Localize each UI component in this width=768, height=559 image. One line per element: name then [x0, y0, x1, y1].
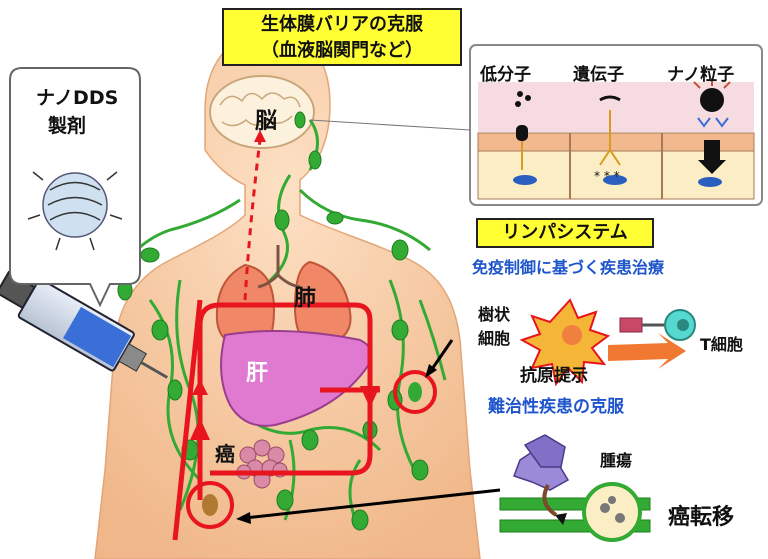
label-liver: 肝 [246, 361, 268, 386]
nanodds-line1: ナノDDS [36, 87, 118, 109]
tumor-label: 腫瘍 [600, 451, 632, 470]
syringe [0, 270, 169, 379]
label-brain: 脳 [255, 109, 277, 134]
liver [220, 330, 373, 427]
label-lung: 肺 [294, 286, 316, 311]
label-cancer: 癌 [215, 442, 235, 466]
presentation-arrow [608, 333, 686, 369]
flow-arrow-small [192, 379, 208, 395]
cancer-node-highlight [186, 481, 234, 529]
svg-text:* * *: * * * [594, 169, 620, 183]
lymph-node-highlight [393, 370, 437, 414]
metastasis-inset [499, 434, 651, 542]
pointer-arrow-cancer [244, 488, 501, 520]
col-gene: 遺伝子 [573, 64, 624, 85]
brain [209, 75, 315, 149]
immune-therapy-label: 免疫制御に基づく疾患治療 [472, 258, 665, 277]
tumor-cluster [236, 439, 288, 489]
brain-callout-line [309, 119, 471, 131]
lymph-system-box: リンパシステム [476, 218, 654, 248]
col-small-molecule: 低分子 [479, 64, 531, 85]
barrier-title-box: 生体膜バリアの克服 （血液脳関門など） [222, 8, 462, 66]
pointer-arrow-lymph [428, 339, 454, 373]
highlighted-cancer-node [202, 494, 218, 516]
highlighted-node [408, 382, 422, 402]
lymph-system-title: リンパシステム [502, 222, 628, 243]
antigen-presentation-label: 抗原提示 [520, 365, 588, 386]
antigen-mhc [619, 317, 643, 333]
intractable-label: 難治性疾患の克服 [488, 396, 625, 417]
t-cell-label: T細胞 [700, 335, 743, 354]
flow-arrow-up [190, 418, 210, 440]
metastasis-label: 癌転移 [668, 504, 734, 530]
brain-arrow [254, 130, 266, 142]
brain-delivery-dashed [243, 139, 262, 301]
col-nanoparticle: ナノ粒子 [667, 64, 734, 85]
dendritic-line1: 樹状 [478, 305, 511, 324]
dendritic-line2: 細胞 [478, 329, 510, 348]
nanodds-line2: 製剤 [47, 114, 86, 137]
barrier-title-line1: 生体膜バリアの克服 [261, 14, 423, 35]
flow-arrow-down [360, 386, 380, 408]
nanodds-bubble [9, 67, 141, 308]
dendritic-cell [519, 298, 611, 387]
barrier-panel: * * * [469, 44, 763, 206]
barrier-title-line2: （血液脳関門など） [261, 40, 423, 61]
